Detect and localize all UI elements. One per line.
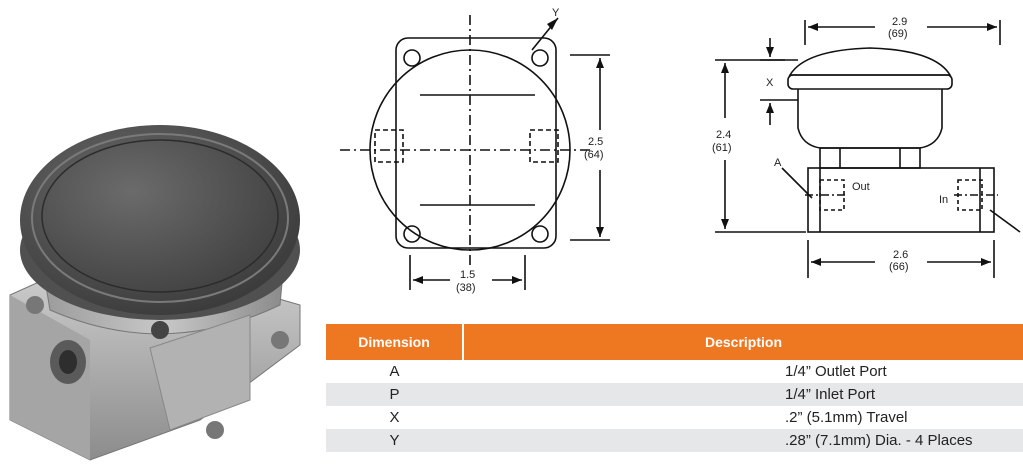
top-view-housing (395, 37, 557, 249)
mounting-hole-icon (531, 225, 549, 243)
width-mm-label: (38) (456, 282, 476, 294)
table-row: Y .28” (7.1mm) Dia. - 4 Places (326, 429, 1023, 452)
description-cell: .28” (7.1mm) Dia. - 4 Places (463, 429, 1023, 452)
height-inch-label: 2.5 (588, 136, 603, 148)
dimension-drawing: Y 2.5 (64) 1.5 (38) 2.9 (69) X 2.4 (61) … (340, 7, 1021, 294)
out-port-label: Out (852, 181, 870, 193)
in-port-label: In (939, 194, 948, 206)
width-inch-label: 1.5 (460, 269, 475, 281)
mounting-hole-icon (403, 225, 421, 243)
palm-valve-photo (9, 125, 301, 461)
column-header-description: Description (463, 324, 1023, 360)
base-inch-label: 2.6 (893, 249, 908, 261)
mounting-hole-icon (403, 49, 421, 67)
a-marker-label: A (774, 157, 782, 169)
table-row: A 1/4” Outlet Port (326, 360, 1023, 383)
description-cell: 1/4” Inlet Port (463, 383, 1023, 406)
height-mm-label: (64) (584, 149, 604, 161)
dimension-cell: P (326, 383, 463, 406)
table-row: X .2” (5.1mm) Travel (326, 406, 1023, 429)
top-inch-label: 2.9 (892, 16, 907, 28)
x-marker-label: X (766, 77, 774, 89)
dimension-table: Dimension Description A 1/4” Outlet Port… (326, 324, 1023, 452)
dimension-cell: Y (326, 429, 463, 452)
mounting-hole-icon (531, 49, 549, 67)
table-header-row: Dimension Description (326, 324, 1023, 360)
dimension-cell: A (389, 363, 400, 380)
side-view-cap (788, 47, 952, 76)
base-mm-label: (66) (889, 261, 909, 273)
description-cell: .2” (5.1mm) Travel (785, 409, 908, 426)
top-mm-label: (69) (888, 28, 908, 40)
dimension-cell: X (389, 409, 400, 426)
description-cell: 1/4” Outlet Port (785, 363, 887, 380)
side-view-base (807, 167, 995, 233)
overall-inch-label: 2.4 (716, 129, 731, 141)
y-marker-label: Y (552, 7, 560, 19)
table-row: P 1/4” Inlet Port (326, 383, 1023, 406)
column-header-dimension: Dimension (326, 324, 464, 360)
overall-mm-label: (61) (712, 142, 732, 154)
